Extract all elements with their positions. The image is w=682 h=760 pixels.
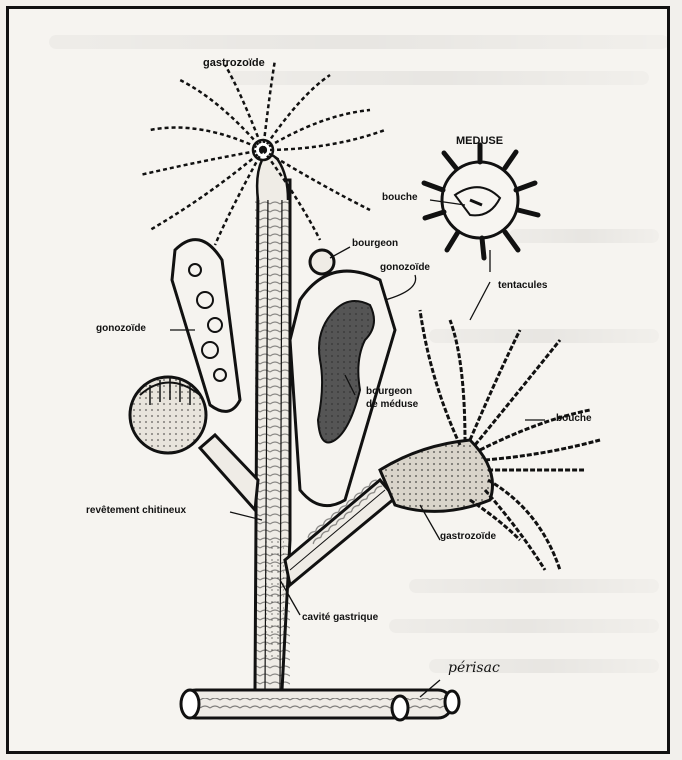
label-gastrozoide-bottom: gastrozoïde [440,531,496,542]
label-tentacules: tentacules [498,280,547,291]
main-stalk [255,180,290,690]
label-meduse: MEDUSE [456,135,503,147]
label-bouche-right: bouche [556,413,592,424]
stolon [181,690,459,720]
label-bourgeon-de-meduse-1: bourgeon [366,386,412,397]
label-gonozoide-left: gonozoïde [96,323,146,334]
label-signature: périsac [448,660,500,676]
label-gonozoide-right: gonozoïde [380,262,430,273]
label-cavite-gastrique: cavité gastrique [302,612,378,623]
label-bouche-meduse: bouche [382,192,418,203]
left-branch [200,435,258,510]
label-revetement-chitineux: revêtement chitineux [86,505,186,516]
label-bourgeon: bourgeon [352,238,398,249]
left-capsule [130,377,206,453]
label-gastrozoide-top: gastrozoïde [203,57,265,69]
small-bud [310,250,334,274]
label-bourgeon-de-meduse-2: de méduse [366,399,418,410]
